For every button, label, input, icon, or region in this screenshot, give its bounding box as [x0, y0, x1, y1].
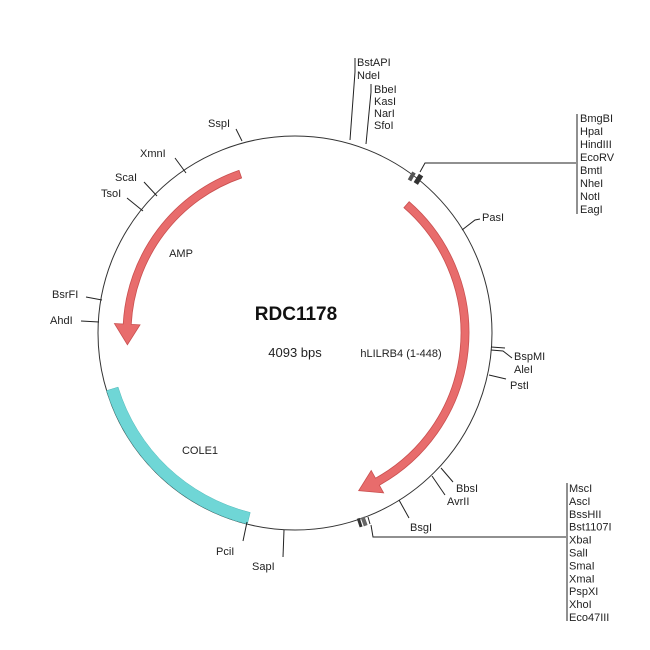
amp-feature-arrow[interactable] [113, 169, 243, 346]
site-label: SfoI [374, 120, 394, 132]
site-label: XmaI [569, 573, 595, 585]
site-label: AleI [514, 364, 533, 376]
site-scai[interactable]: ScaI [115, 172, 158, 197]
site-label: PstI [510, 380, 529, 392]
site-label: PasI [482, 212, 504, 224]
site-label: BstAPI [357, 57, 391, 69]
site-bbei-group[interactable]: BbeI KasI NarI SfoI [365, 84, 397, 145]
site-label: BspMI [514, 351, 545, 363]
site-bsrfi[interactable]: BsrFI [52, 289, 103, 301]
site-label: EcoRV [580, 152, 615, 164]
lower-mcs-cluster[interactable]: MscIAscIBssHIIBst1107IXbaISalISmaIXmaIPs… [356, 483, 612, 624]
site-label: BsgI [410, 522, 432, 534]
site-label: PciI [216, 546, 234, 558]
site-label: HpaI [580, 126, 603, 138]
cole1-label: COLE1 [182, 445, 218, 457]
site-sapi[interactable]: SapI [252, 529, 285, 573]
site-label: BbsI [456, 483, 478, 495]
site-avrii[interactable]: AvrII [431, 475, 469, 508]
site-bbsi[interactable]: BbsI [440, 467, 478, 495]
site-tsoi[interactable]: TsoI [101, 188, 144, 212]
site-psti[interactable]: PstI [488, 374, 529, 392]
plasmid-name: RDC1178 [255, 304, 337, 325]
site-label: Bst1107I [569, 522, 612, 534]
site-pcii[interactable]: PciI [216, 521, 248, 558]
site-label: NdeI [357, 70, 380, 82]
site-label: NotI [580, 191, 600, 203]
plasmid-backbone [97, 135, 493, 531]
site-bstapi-ndei[interactable]: BstAPI NdeI [349, 57, 391, 141]
site-xmni[interactable]: XmnI [140, 148, 187, 174]
site-label: ScaI [115, 172, 137, 184]
site-label: SmaI [569, 560, 595, 572]
site-pasi[interactable]: PasI [461, 212, 504, 231]
site-label: NarI [374, 108, 395, 120]
hlilrb4-label: hLILRB4 (1-448) [360, 348, 441, 360]
site-label: MscI [569, 483, 592, 495]
site-label: Eco47III [569, 612, 609, 624]
site-label: BsrFI [52, 289, 78, 301]
site-label: SspI [208, 118, 230, 130]
site-bsgi[interactable]: BsgI [398, 499, 432, 534]
site-bspmi-alei[interactable]: BspMI AleI [490, 346, 545, 376]
cole1-feature[interactable] [106, 386, 251, 525]
site-sspi[interactable]: SspI [208, 118, 243, 142]
site-label: NheI [580, 178, 603, 190]
lower-cluster-labels: MscIAscIBssHIIBst1107IXbaISalISmaIXmaIPs… [569, 483, 612, 624]
site-label: AhdI [50, 315, 73, 327]
amp-label: AMP [169, 248, 193, 260]
site-label: BmgBI [580, 113, 613, 125]
site-label: AvrII [447, 496, 469, 508]
site-label: SapI [252, 561, 275, 573]
site-label: EagI [580, 204, 603, 216]
site-ahdi[interactable]: AhdI [50, 315, 100, 327]
site-label: KasI [374, 96, 396, 108]
site-label: BmtI [580, 165, 603, 177]
site-label: PspXI [569, 586, 598, 598]
site-label: XbaI [569, 535, 592, 547]
site-label: XmnI [140, 148, 166, 160]
site-label: TsoI [101, 188, 121, 200]
site-label: BbeI [374, 84, 397, 96]
site-label: BssHII [569, 509, 601, 521]
site-label: SalI [569, 548, 588, 560]
site-label: XhoI [569, 599, 592, 611]
site-label: AscI [569, 496, 590, 508]
plasmid-size: 4093 bps [268, 345, 322, 360]
hlilrb4-feature-arrow[interactable] [358, 201, 470, 494]
site-label: HindIII [580, 139, 612, 151]
